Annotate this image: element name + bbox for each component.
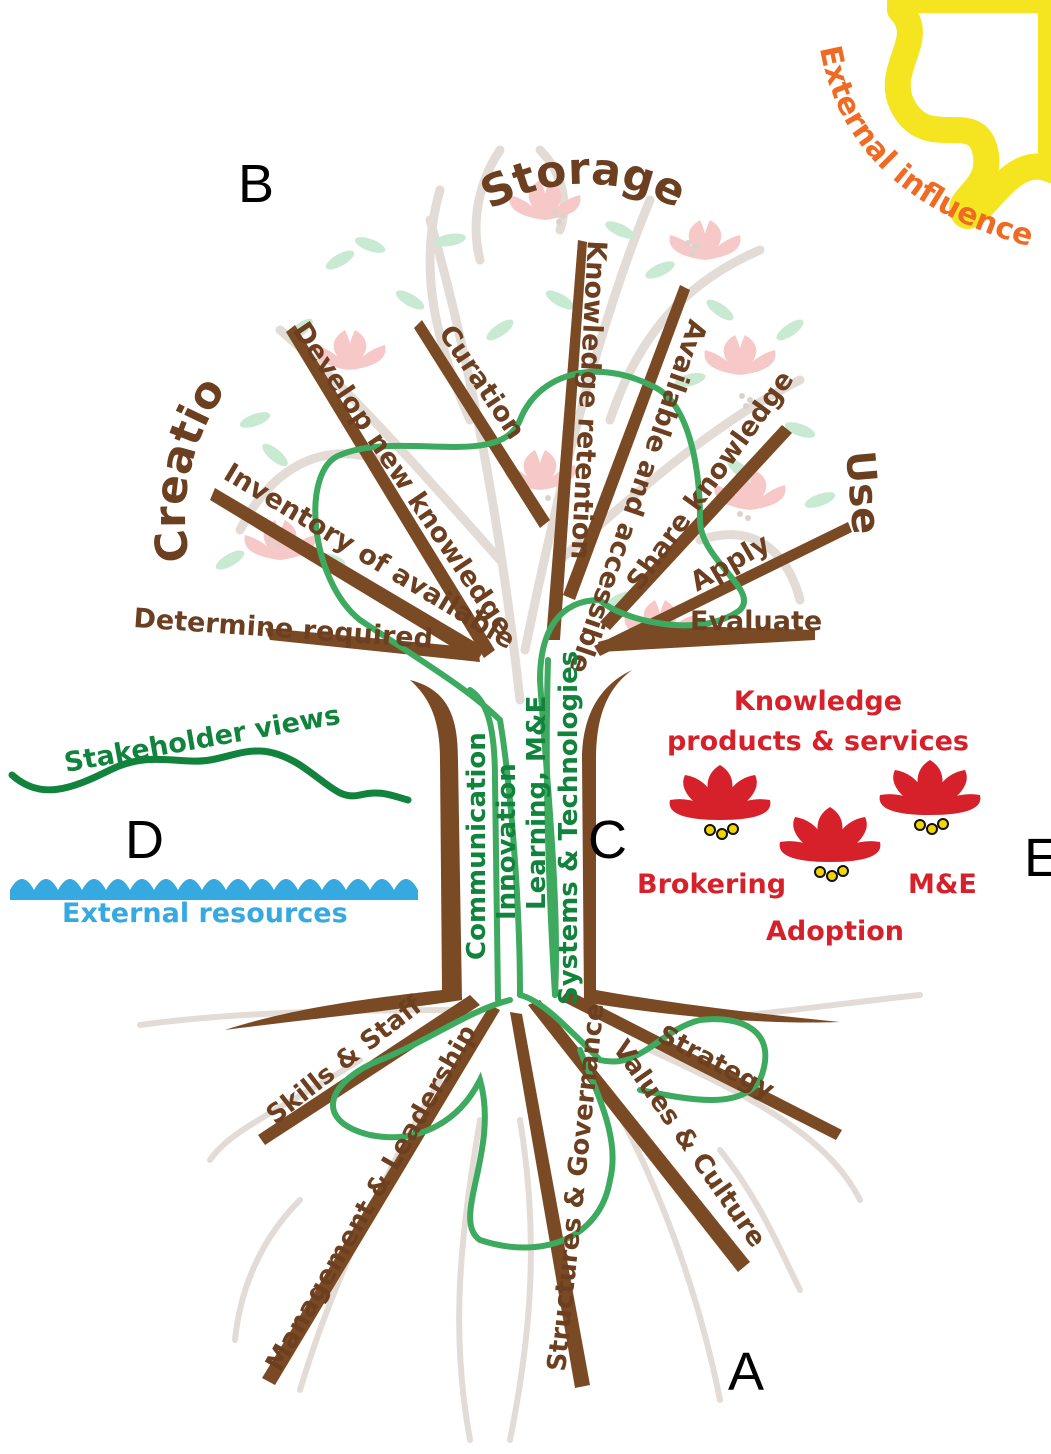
outputs-title-line2: products & services	[667, 726, 969, 757]
panel-letter-c: C	[588, 810, 627, 870]
external-resources-group: External resources	[10, 879, 418, 929]
outputs-me: M&E	[908, 869, 977, 900]
trunk-label-systems-technologies: Systems & Technologies	[554, 651, 584, 1005]
external-influences-label: External influences	[0, 0, 1037, 254]
sun-rays	[884, 0, 1051, 229]
knowledge-products-group: Knowledge products & services	[637, 686, 981, 947]
stakeholder-views-group: Stakeholder views	[8, 700, 412, 804]
outputs-adoption: Adoption	[766, 916, 904, 947]
trunk-label-communication: Communication	[462, 732, 492, 960]
storage-heading: Storage	[473, 143, 694, 219]
trunk-label-learning-me: Learning, M&E	[522, 696, 552, 910]
outputs-brokering: Brokering	[637, 869, 786, 900]
water-wave	[10, 879, 418, 900]
red-flower-icon	[879, 760, 981, 835]
red-flower-icon	[779, 807, 881, 882]
outputs-title-line1: Knowledge	[734, 686, 902, 717]
panel-letter-e: E	[1024, 828, 1051, 888]
trunk-label-innovation: Innovation	[492, 763, 522, 920]
branch-label-evaluate: Evaluate	[690, 606, 822, 637]
tree-branches	[210, 240, 852, 662]
canopy-leaves	[215, 221, 836, 609]
use-heading: Use	[836, 449, 889, 536]
green-flow-lines	[312, 368, 769, 1251]
panel-letter-d: D	[125, 810, 164, 870]
tree-trunk	[225, 670, 840, 1030]
red-flower-icon	[669, 765, 771, 840]
tree-roots	[258, 990, 842, 1388]
panel-letter-b: B	[238, 154, 274, 214]
stakeholder-wave	[8, 747, 412, 804]
creation-heading: Creation	[0, 0, 235, 566]
external-influences-sun: External influences	[0, 0, 1051, 254]
panel-letter-a: A	[728, 1342, 764, 1402]
branch-label-determine-required: Determine required	[133, 603, 434, 655]
external-resources-label: External resources	[62, 898, 348, 929]
